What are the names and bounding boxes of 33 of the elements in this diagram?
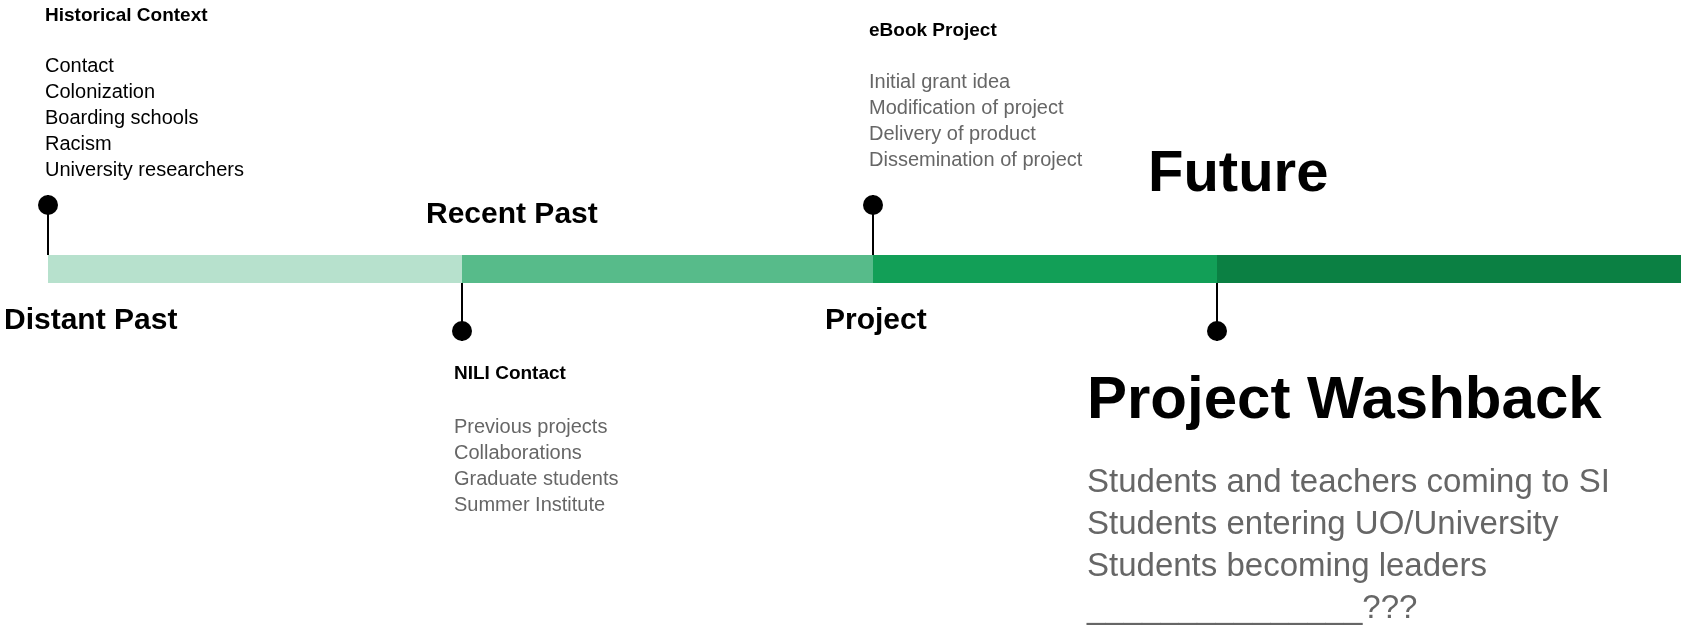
period-label: Distant Past bbox=[4, 301, 178, 337]
list-item: Summer Institute bbox=[454, 492, 606, 517]
pin-connector bbox=[1207, 282, 1227, 342]
list-item: Colonization bbox=[45, 79, 156, 104]
list-item: Students and teachers coming to SI bbox=[1087, 461, 1610, 501]
timeline-segment bbox=[462, 255, 873, 283]
list-item: Graduate students bbox=[454, 466, 619, 491]
period-label: Project bbox=[825, 301, 927, 337]
section-heading: NILI Contact bbox=[454, 361, 566, 385]
list-item: Contact bbox=[45, 53, 114, 78]
list-item: Previous projects bbox=[454, 414, 608, 439]
list-item: Boarding schools bbox=[45, 105, 199, 130]
list-item: Modification of project bbox=[869, 95, 1064, 120]
list-item: Students becoming leaders bbox=[1087, 545, 1487, 585]
timeline-segment bbox=[873, 255, 1217, 283]
pin-connector bbox=[863, 194, 883, 256]
list-item: Collaborations bbox=[454, 440, 582, 465]
list-item: University researchers bbox=[45, 157, 244, 182]
list-item: _______________??? bbox=[1087, 587, 1418, 627]
section-heading: eBook Project bbox=[869, 18, 997, 42]
period-label: Future bbox=[1148, 137, 1329, 205]
list-item: Dissemination of project bbox=[869, 147, 1083, 172]
period-label: Recent Past bbox=[426, 195, 598, 231]
list-item: Initial grant idea bbox=[869, 69, 1011, 94]
section-heading: Project Washback bbox=[1087, 363, 1602, 433]
timeline-segment bbox=[1217, 255, 1681, 283]
list-item: Racism bbox=[45, 131, 112, 156]
list-item: Students entering UO/University bbox=[1087, 503, 1559, 543]
timeline-segment bbox=[48, 255, 462, 283]
pin-connector bbox=[38, 194, 58, 256]
section-heading: Historical Context bbox=[45, 3, 208, 27]
list-item: Delivery of product bbox=[869, 121, 1036, 146]
pin-connector bbox=[452, 282, 472, 342]
